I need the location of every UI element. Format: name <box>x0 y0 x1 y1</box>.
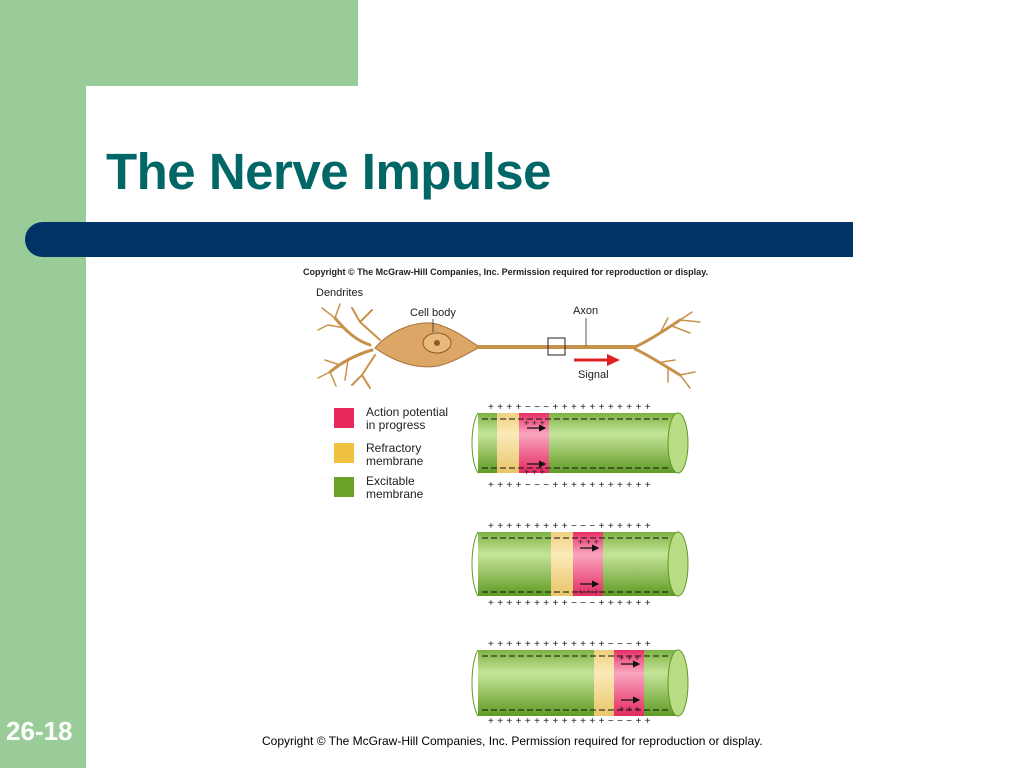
legend-swatch-refractory <box>334 443 354 463</box>
panel-1-inner-top: + + + <box>524 418 545 428</box>
panel-1-top-charges: + + + + − − − + + + + + + + + + + + <box>488 402 651 413</box>
legend-label: membrane <box>366 488 466 501</box>
legend-item-refractory: Refractory membrane <box>366 442 466 468</box>
slide-number: 26-18 <box>6 716 73 747</box>
axon-segment-panel-3 <box>472 650 688 716</box>
panel-3-top-charges: + + + + + + + + + + + + + − − − + + <box>488 639 651 650</box>
axon-segment-panel-1 <box>472 413 688 473</box>
label-cell-body: Cell body <box>410 307 456 319</box>
panel-1-bottom-charges: + + + + − − − + + + + + + + + + + + <box>488 480 651 491</box>
label-axon: Axon <box>573 305 598 317</box>
neuron-illustration <box>318 304 700 388</box>
panel-2-top-charges: + + + + + + + + + − − − + + + + + + <box>488 521 651 532</box>
panel-2-inner-top: + + + <box>578 537 599 547</box>
legend-swatch-action-potential <box>334 408 354 428</box>
panel-3-inner-top: + + + <box>619 653 640 663</box>
panel-3-bottom-charges: + + + + + + + + + + + + + − − − + + <box>488 716 651 727</box>
slide-footer-copyright: Copyright © The McGraw-Hill Companies, I… <box>262 734 763 748</box>
legend-swatch-excitable <box>334 477 354 497</box>
panel-2-inner-bottom: + + + <box>578 587 599 597</box>
panel-2-bottom-charges: + + + + + + + + + − − − + + + + + + <box>488 598 651 609</box>
label-dendrites: Dendrites <box>316 287 364 299</box>
label-signal: Signal <box>578 369 609 381</box>
panel-1-inner-bottom: + + + <box>524 467 545 477</box>
legend-label: membrane <box>366 455 466 468</box>
legend-item-action-potential: Action potential in progress <box>366 406 466 432</box>
legend-item-excitable: Excitable membrane <box>366 475 466 501</box>
panel-3-inner-bottom: + + + <box>619 704 640 714</box>
signal-arrow <box>574 354 620 366</box>
legend-label: in progress <box>366 419 466 432</box>
